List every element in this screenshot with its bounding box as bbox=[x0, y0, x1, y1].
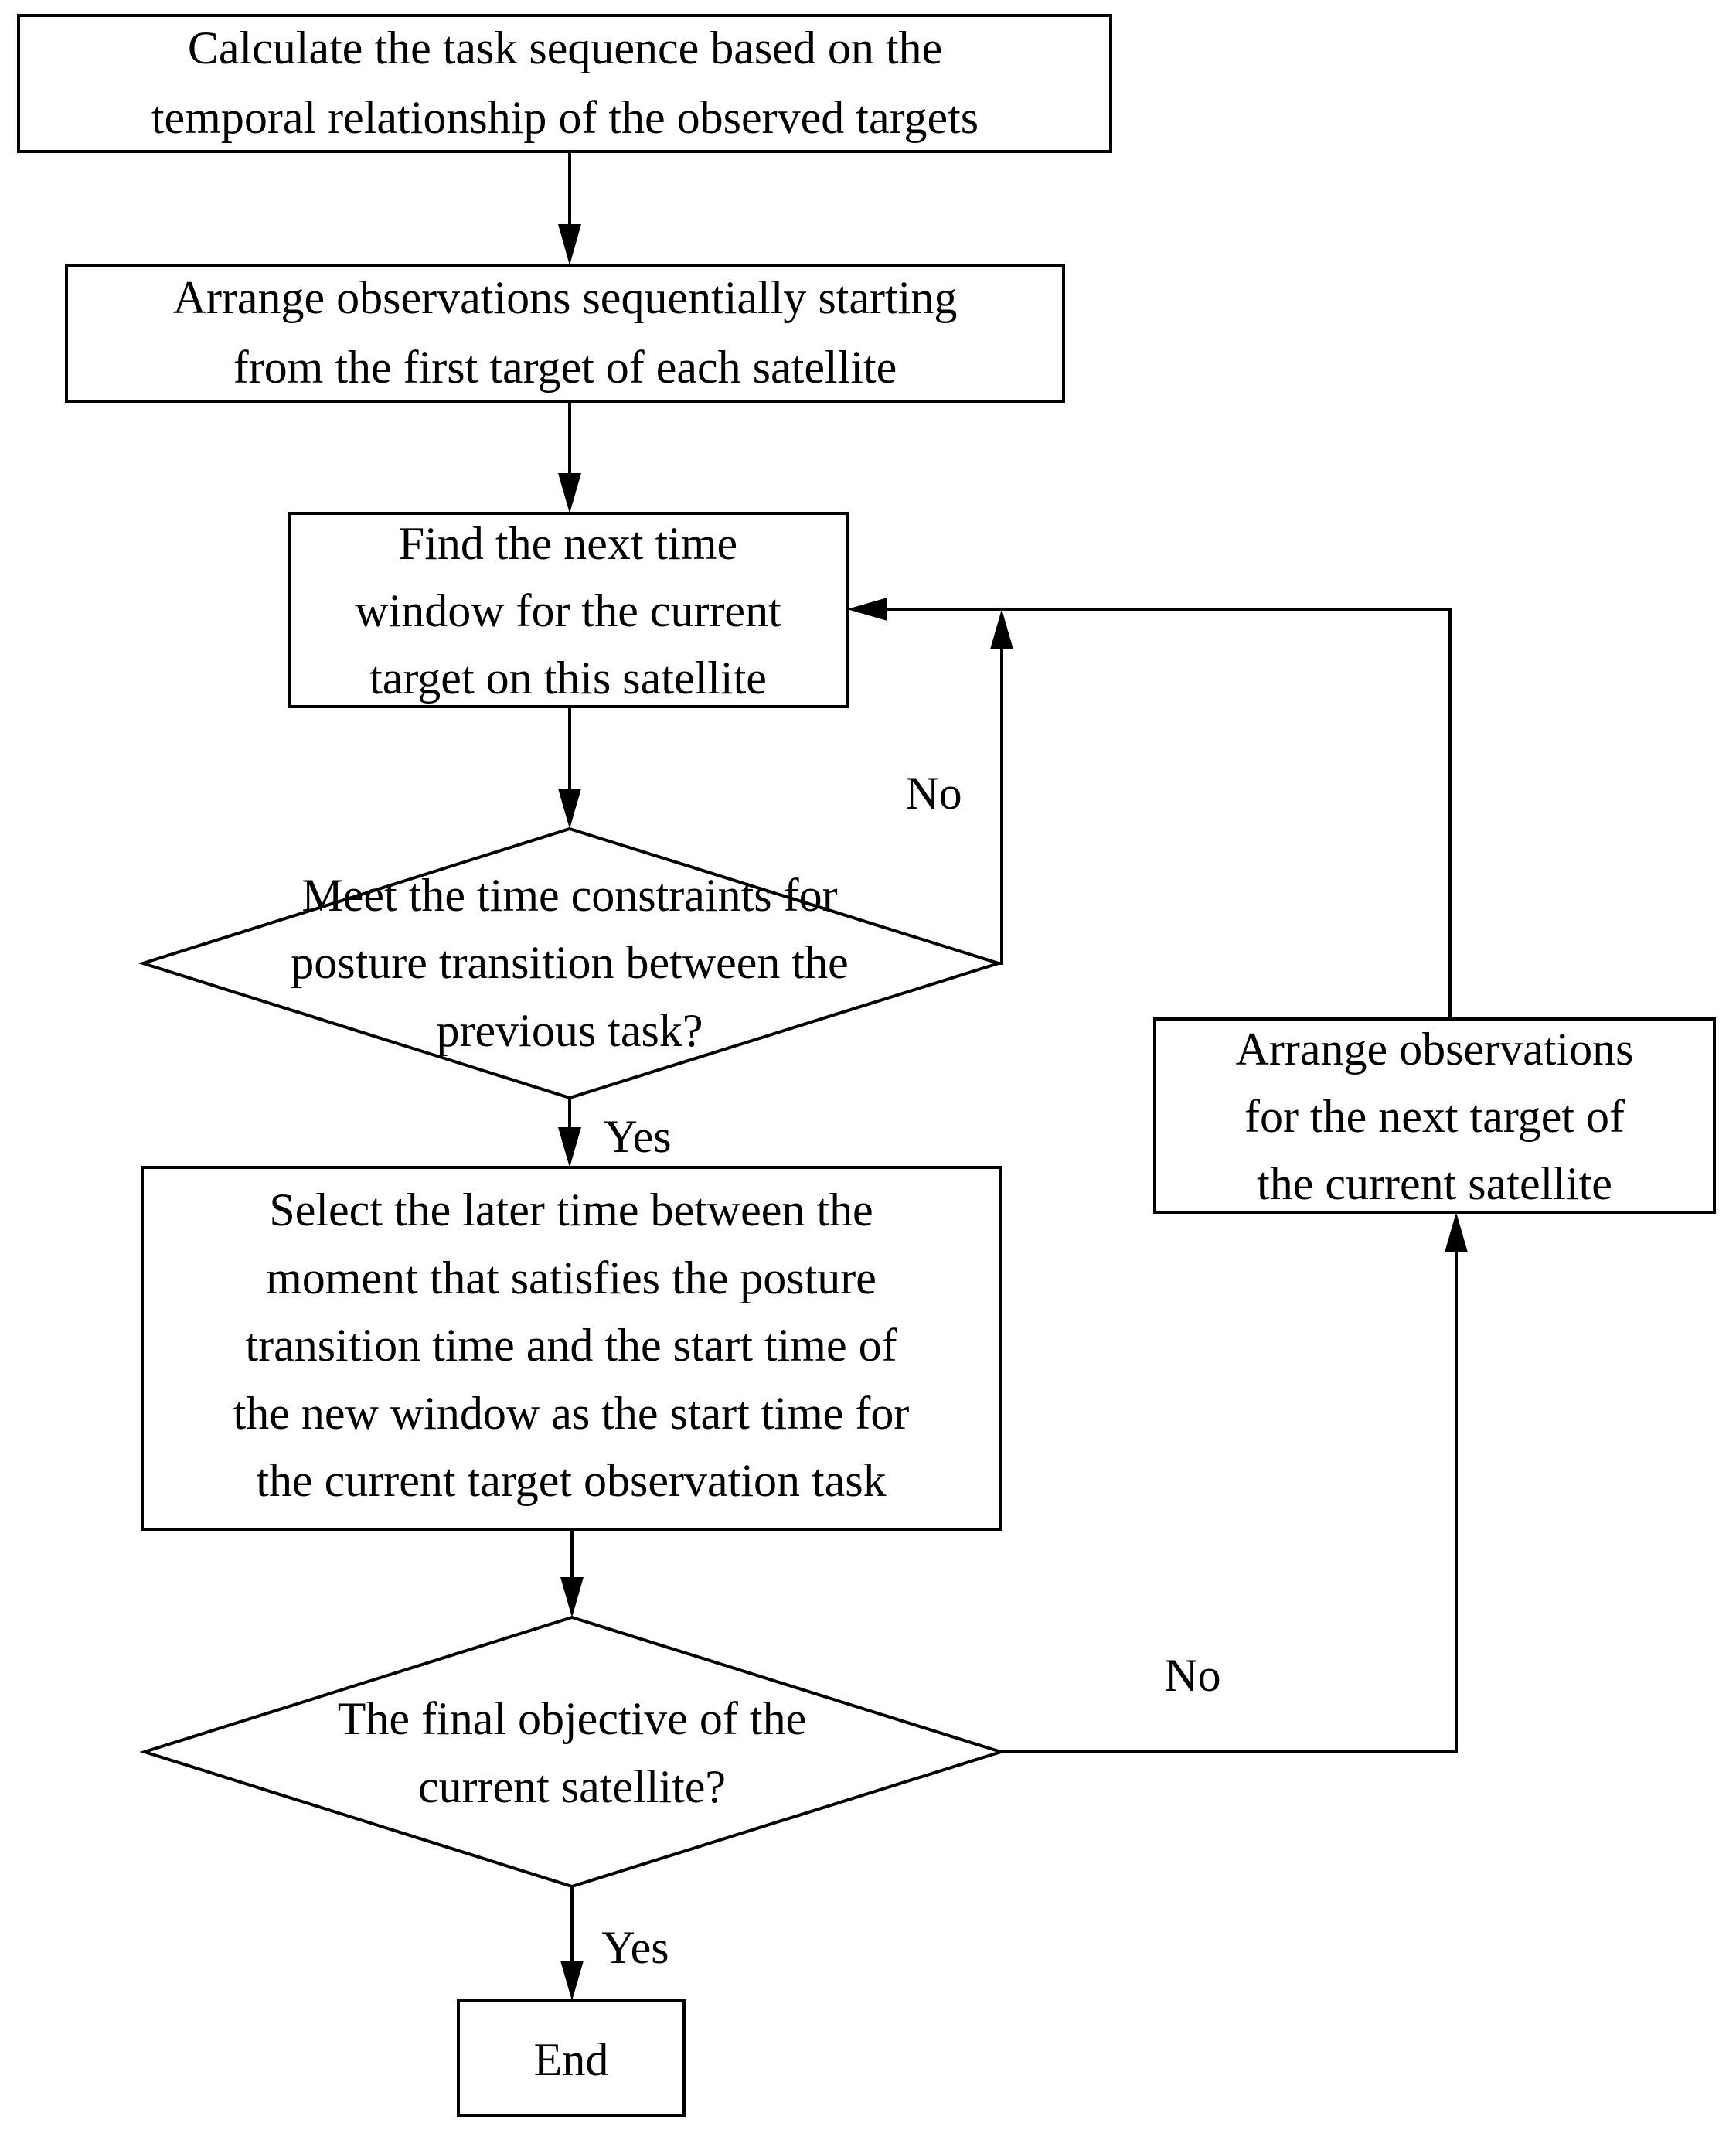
arrow-find-to-constraints bbox=[558, 707, 581, 829]
arrange-sequential-box: Arrange observations sequentially starti… bbox=[65, 264, 1065, 403]
arrange-next-line-3: the current satellite bbox=[1257, 1158, 1612, 1209]
calculate-sequence-line-1: Calculate the task sequence based on the bbox=[188, 22, 942, 73]
arrow-constraints-no-loop bbox=[990, 609, 1013, 965]
end-label: End bbox=[534, 2034, 609, 2085]
arrange-sequential-line-2: from the first target of each satellite bbox=[233, 342, 897, 393]
calculate-sequence-line-2: temporal relationship of the observed ta… bbox=[151, 92, 979, 143]
final-no-label: No bbox=[1164, 1650, 1220, 1701]
arrow-final-no bbox=[1001, 1212, 1468, 1753]
select-time-line-4: the new window as the start time for bbox=[233, 1388, 910, 1439]
select-time-line-1: Select the later time between the bbox=[269, 1184, 873, 1235]
find-window-line-3: target on this satellite bbox=[369, 653, 767, 704]
arrange-next-box: Arrange observations for the next target… bbox=[1153, 1017, 1716, 1214]
select-time-line-5: the current target observation task bbox=[256, 1455, 886, 1506]
arrange-next-line-1: Arrange observations bbox=[1236, 1024, 1634, 1075]
arrow-calculate-to-arrange bbox=[558, 152, 581, 265]
meet-constraints-line-1: Meet the time constraints for bbox=[301, 870, 837, 921]
arrange-sequential-line-1: Arrange observations sequentially starti… bbox=[173, 272, 958, 323]
final-objective-decision: The final objective of the current satel… bbox=[139, 1615, 1006, 1889]
arrow-constraints-yes bbox=[558, 1098, 581, 1167]
select-time-line-3: transition time and the start time of bbox=[245, 1320, 897, 1371]
constraints-no-label: No bbox=[905, 768, 962, 819]
select-time-line-2: moment that satisfies the posture bbox=[266, 1252, 877, 1303]
meet-constraints-line-3: previous task? bbox=[437, 1005, 703, 1056]
arrow-arrange-to-find bbox=[558, 401, 581, 513]
select-time-box: Select the later time between the moment… bbox=[141, 1166, 1002, 1531]
constraints-yes-label: Yes bbox=[604, 1111, 671, 1162]
calculate-sequence-box: Calculate the task sequence based on the… bbox=[17, 14, 1112, 153]
meet-constraints-decision: Meet the time constraints for posture tr… bbox=[138, 826, 1004, 1100]
arrange-next-line-2: for the next target of bbox=[1244, 1091, 1625, 1142]
find-window-line-1: Find the next time bbox=[399, 518, 737, 569]
final-yes-label: Yes bbox=[601, 1922, 669, 1973]
meet-constraints-line-2: posture transition between the bbox=[291, 937, 848, 988]
find-window-box: Find the next time window for the curren… bbox=[288, 512, 849, 708]
end-box: End bbox=[457, 1999, 686, 2117]
final-objective-line-1: The final objective of the bbox=[338, 1693, 806, 1744]
arrow-arrange-next-to-find bbox=[847, 598, 1452, 1019]
final-objective-line-2: current satellite? bbox=[418, 1761, 726, 1812]
arrow-select-to-final bbox=[560, 1529, 584, 1617]
arrow-final-yes bbox=[560, 1886, 584, 2001]
find-window-line-2: window for the current bbox=[355, 585, 781, 636]
